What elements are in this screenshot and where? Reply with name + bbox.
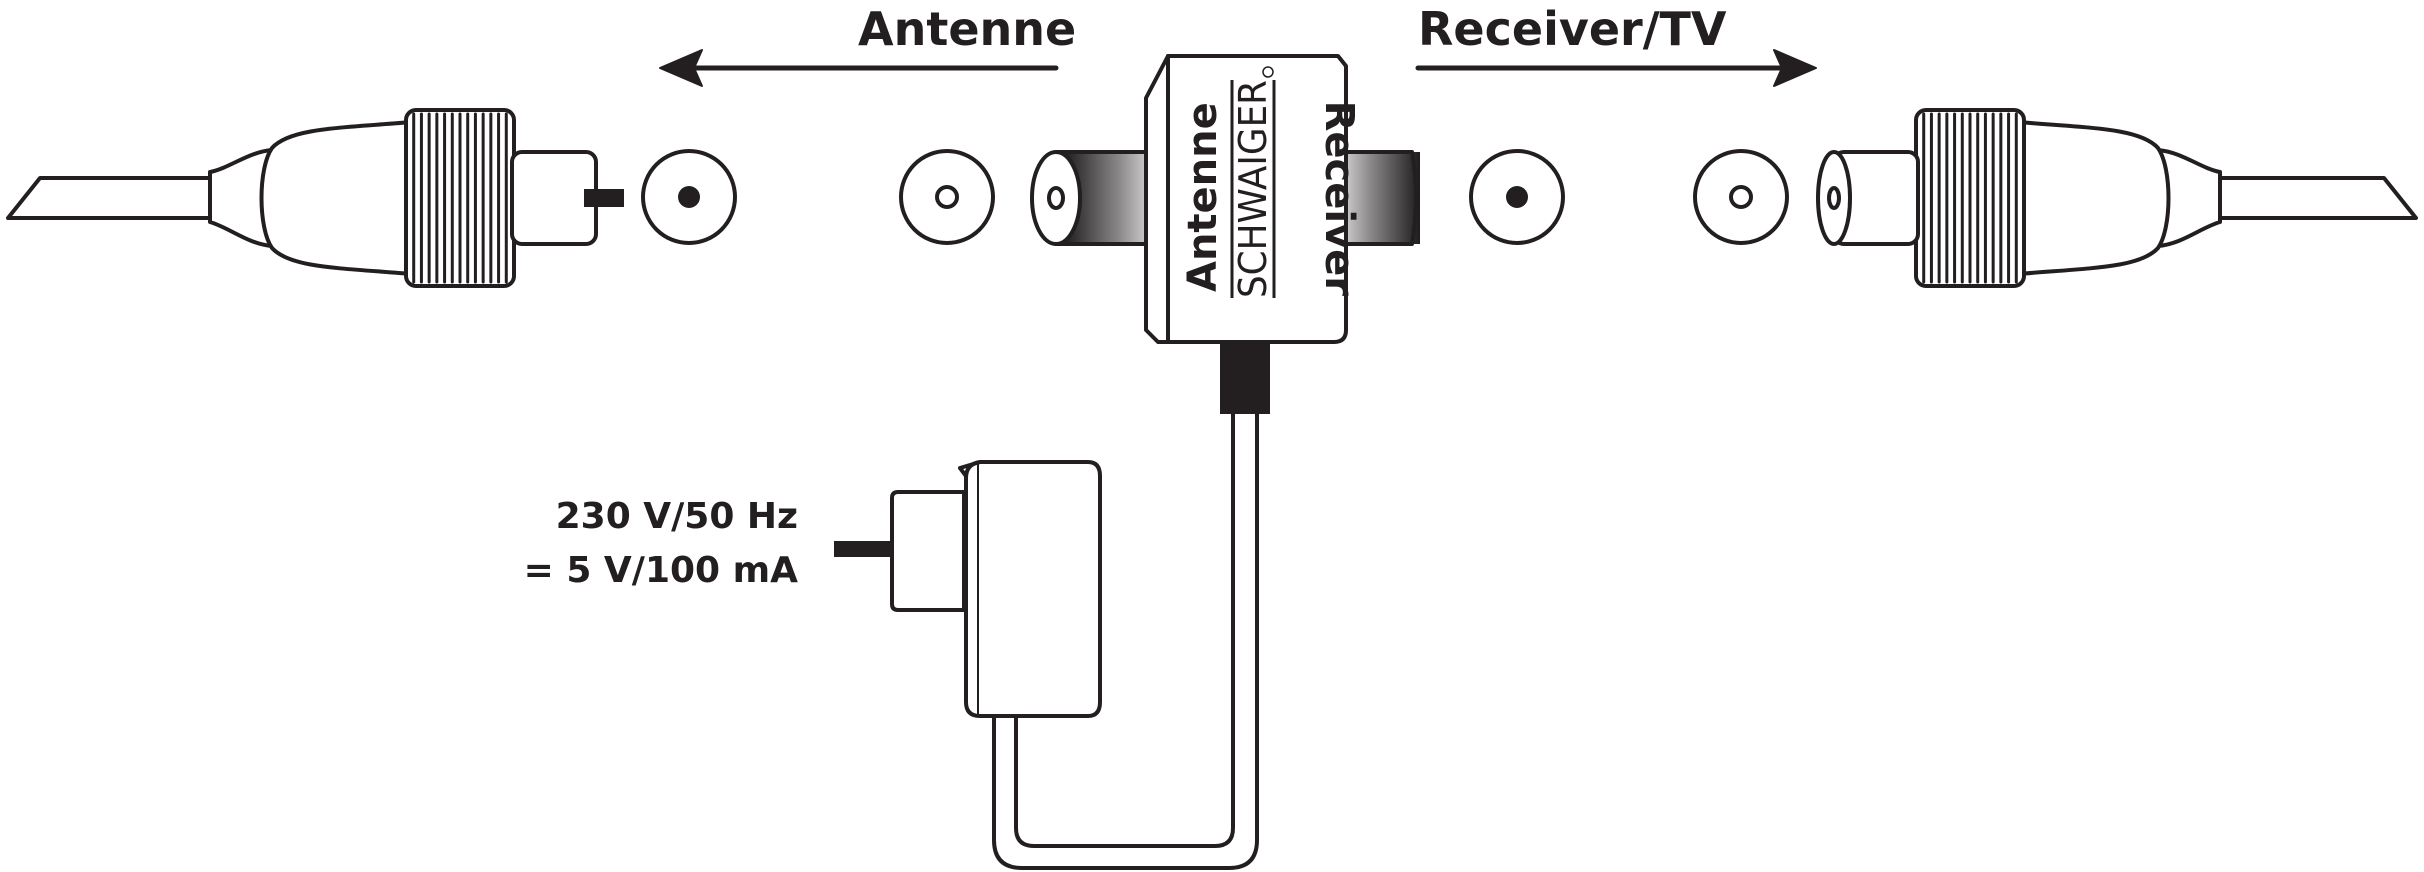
antenna-plug-body [259, 120, 414, 276]
svg-text:SCHWAIGER: SCHWAIGER [1231, 80, 1275, 298]
receiver-cable [2218, 176, 2418, 220]
receiver-direction-label: Receiver/TV [1418, 2, 1727, 56]
antenna-plug-pin [584, 189, 624, 207]
antenna-socket-face [641, 149, 737, 245]
antenne-direction-label: Antenne [858, 2, 1077, 56]
receiver-cable-plug [1816, 108, 2418, 288]
antenna-plug-collar [510, 150, 598, 246]
device-receiver-port-face [1469, 149, 1565, 245]
power-supply-plate [890, 490, 966, 612]
power-supply-icon [834, 460, 1102, 718]
receiver-socket-face [1693, 149, 1789, 245]
power-cable [992, 412, 1259, 870]
antenna-cable [6, 176, 212, 220]
receiver-plug-body [2016, 120, 2171, 276]
power-supply-prong [834, 541, 894, 557]
power-input-label: 230 V/50 Hz [555, 496, 798, 537]
power-output-label: = 5 V/100 mA [523, 550, 798, 591]
device-dc-connector [1220, 344, 1270, 414]
arrow-left-icon [659, 49, 1059, 87]
device-port-label-receiver: Receiver [1316, 101, 1362, 297]
device-antenna-port-face [899, 149, 995, 245]
device-port-label-antenne: Antenne [1180, 102, 1226, 292]
arrow-right-icon [1415, 49, 1817, 87]
antenna-cable-plug [6, 108, 624, 288]
schwaiger-logo: SCHWAIGER [1230, 66, 1276, 298]
power-supply-body [958, 460, 1102, 718]
power-inserter-device [1030, 54, 1420, 414]
